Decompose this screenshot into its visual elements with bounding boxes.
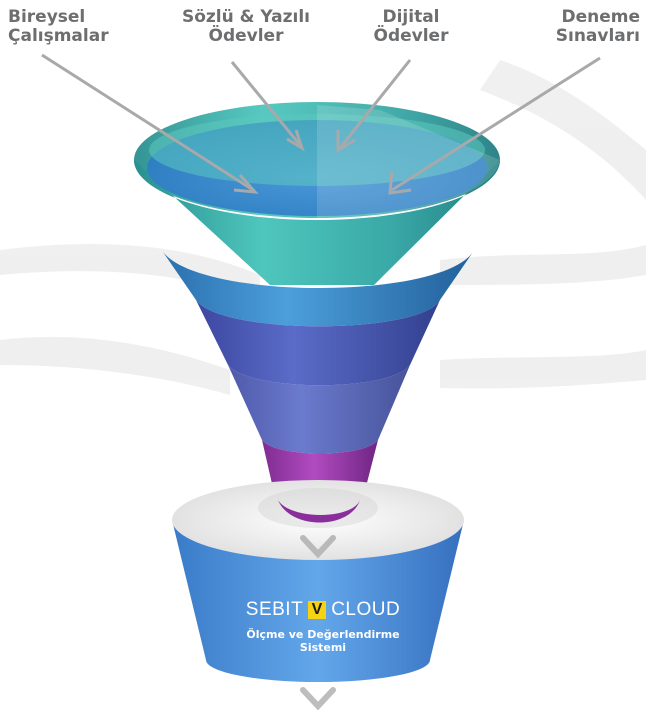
label-bireysel-calismalar: Bireysel Çalışmalar xyxy=(8,7,109,46)
label-dijital-odevler: Dijital Ödevler xyxy=(373,7,449,46)
funnel-band-4 xyxy=(228,365,410,454)
brand-right: CLOUD xyxy=(331,599,401,620)
brand-mark: V xyxy=(308,601,327,619)
system-cylinder xyxy=(172,480,464,682)
arrow-from-sozlu xyxy=(230,61,302,146)
system-subtitle: Ölçme ve Değerlendirme Sistemi xyxy=(246,628,400,654)
label-sozlu-yazili-odevler: Sözlü & Yazılı Ödevler xyxy=(181,7,310,46)
arrow-from-dijital xyxy=(338,59,412,149)
funnel-band-3 xyxy=(196,300,440,386)
arrow-in-icon xyxy=(41,53,601,195)
label-deneme-sinavlari: Deneme Sınavları xyxy=(555,7,640,46)
brand-left: SEBIT xyxy=(245,599,304,620)
arrow-from-deneme xyxy=(391,56,601,192)
background-swoosh xyxy=(0,60,646,395)
arrow-down-icon xyxy=(300,687,336,711)
funnel-band-top xyxy=(134,160,500,285)
funnel xyxy=(134,102,500,527)
arrow-from-bireysel xyxy=(41,53,254,192)
funnel-tip xyxy=(278,500,360,523)
funnel-band-2 xyxy=(163,252,473,327)
arrow-down-icon xyxy=(300,535,336,559)
